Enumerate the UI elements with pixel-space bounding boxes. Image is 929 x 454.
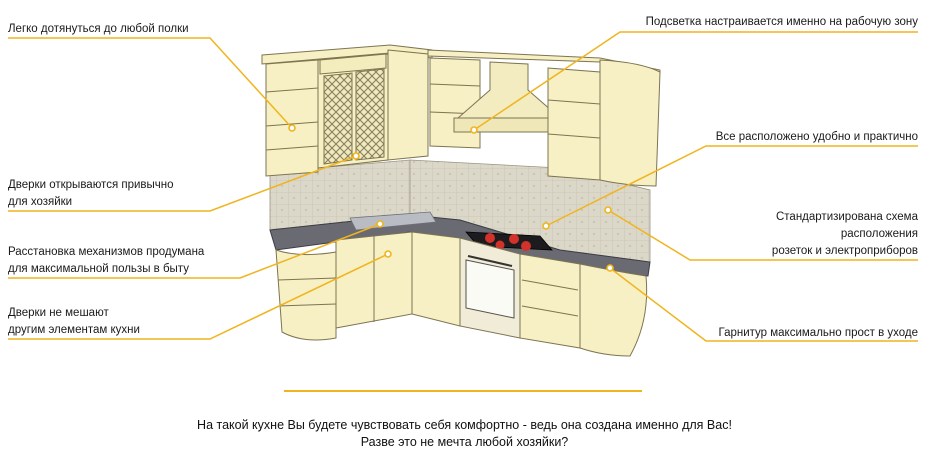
callout-convenient: Все расположено удобно и практично xyxy=(715,131,918,143)
callout-sockets: Стандартизирована схема расположения роз… xyxy=(771,211,918,257)
callout-mechanisms: Расстановка механизмов продумана для мак… xyxy=(8,246,205,275)
callout-dots xyxy=(288,124,614,272)
callout-doors-clearance: Дверки не мешают другим элементам кухни xyxy=(8,307,140,336)
upper-cabinets-right xyxy=(427,49,661,187)
footer-text: На такой кухне Вы будете чувствовать себ… xyxy=(0,417,929,451)
callout-doors-open: Дверки открываются привычно для хозяйки xyxy=(8,179,174,208)
callout-lines xyxy=(8,31,918,342)
callout-reach-shelves: Легко дотянуться до любой полки xyxy=(8,23,189,35)
footer-line-2: Разве это не мечта любой хозяйки? xyxy=(360,435,569,449)
callout-easy-care: Гарнитур максимально прост в уходе xyxy=(718,327,919,339)
callout-lighting: Подсветка настраивается именно на рабочу… xyxy=(645,16,918,28)
lower-cabinets xyxy=(275,231,648,357)
upper-cabinets-left xyxy=(261,44,433,177)
backsplash xyxy=(269,159,651,263)
footer-line-1: На такой кухне Вы будете чувствовать себ… xyxy=(197,418,732,432)
